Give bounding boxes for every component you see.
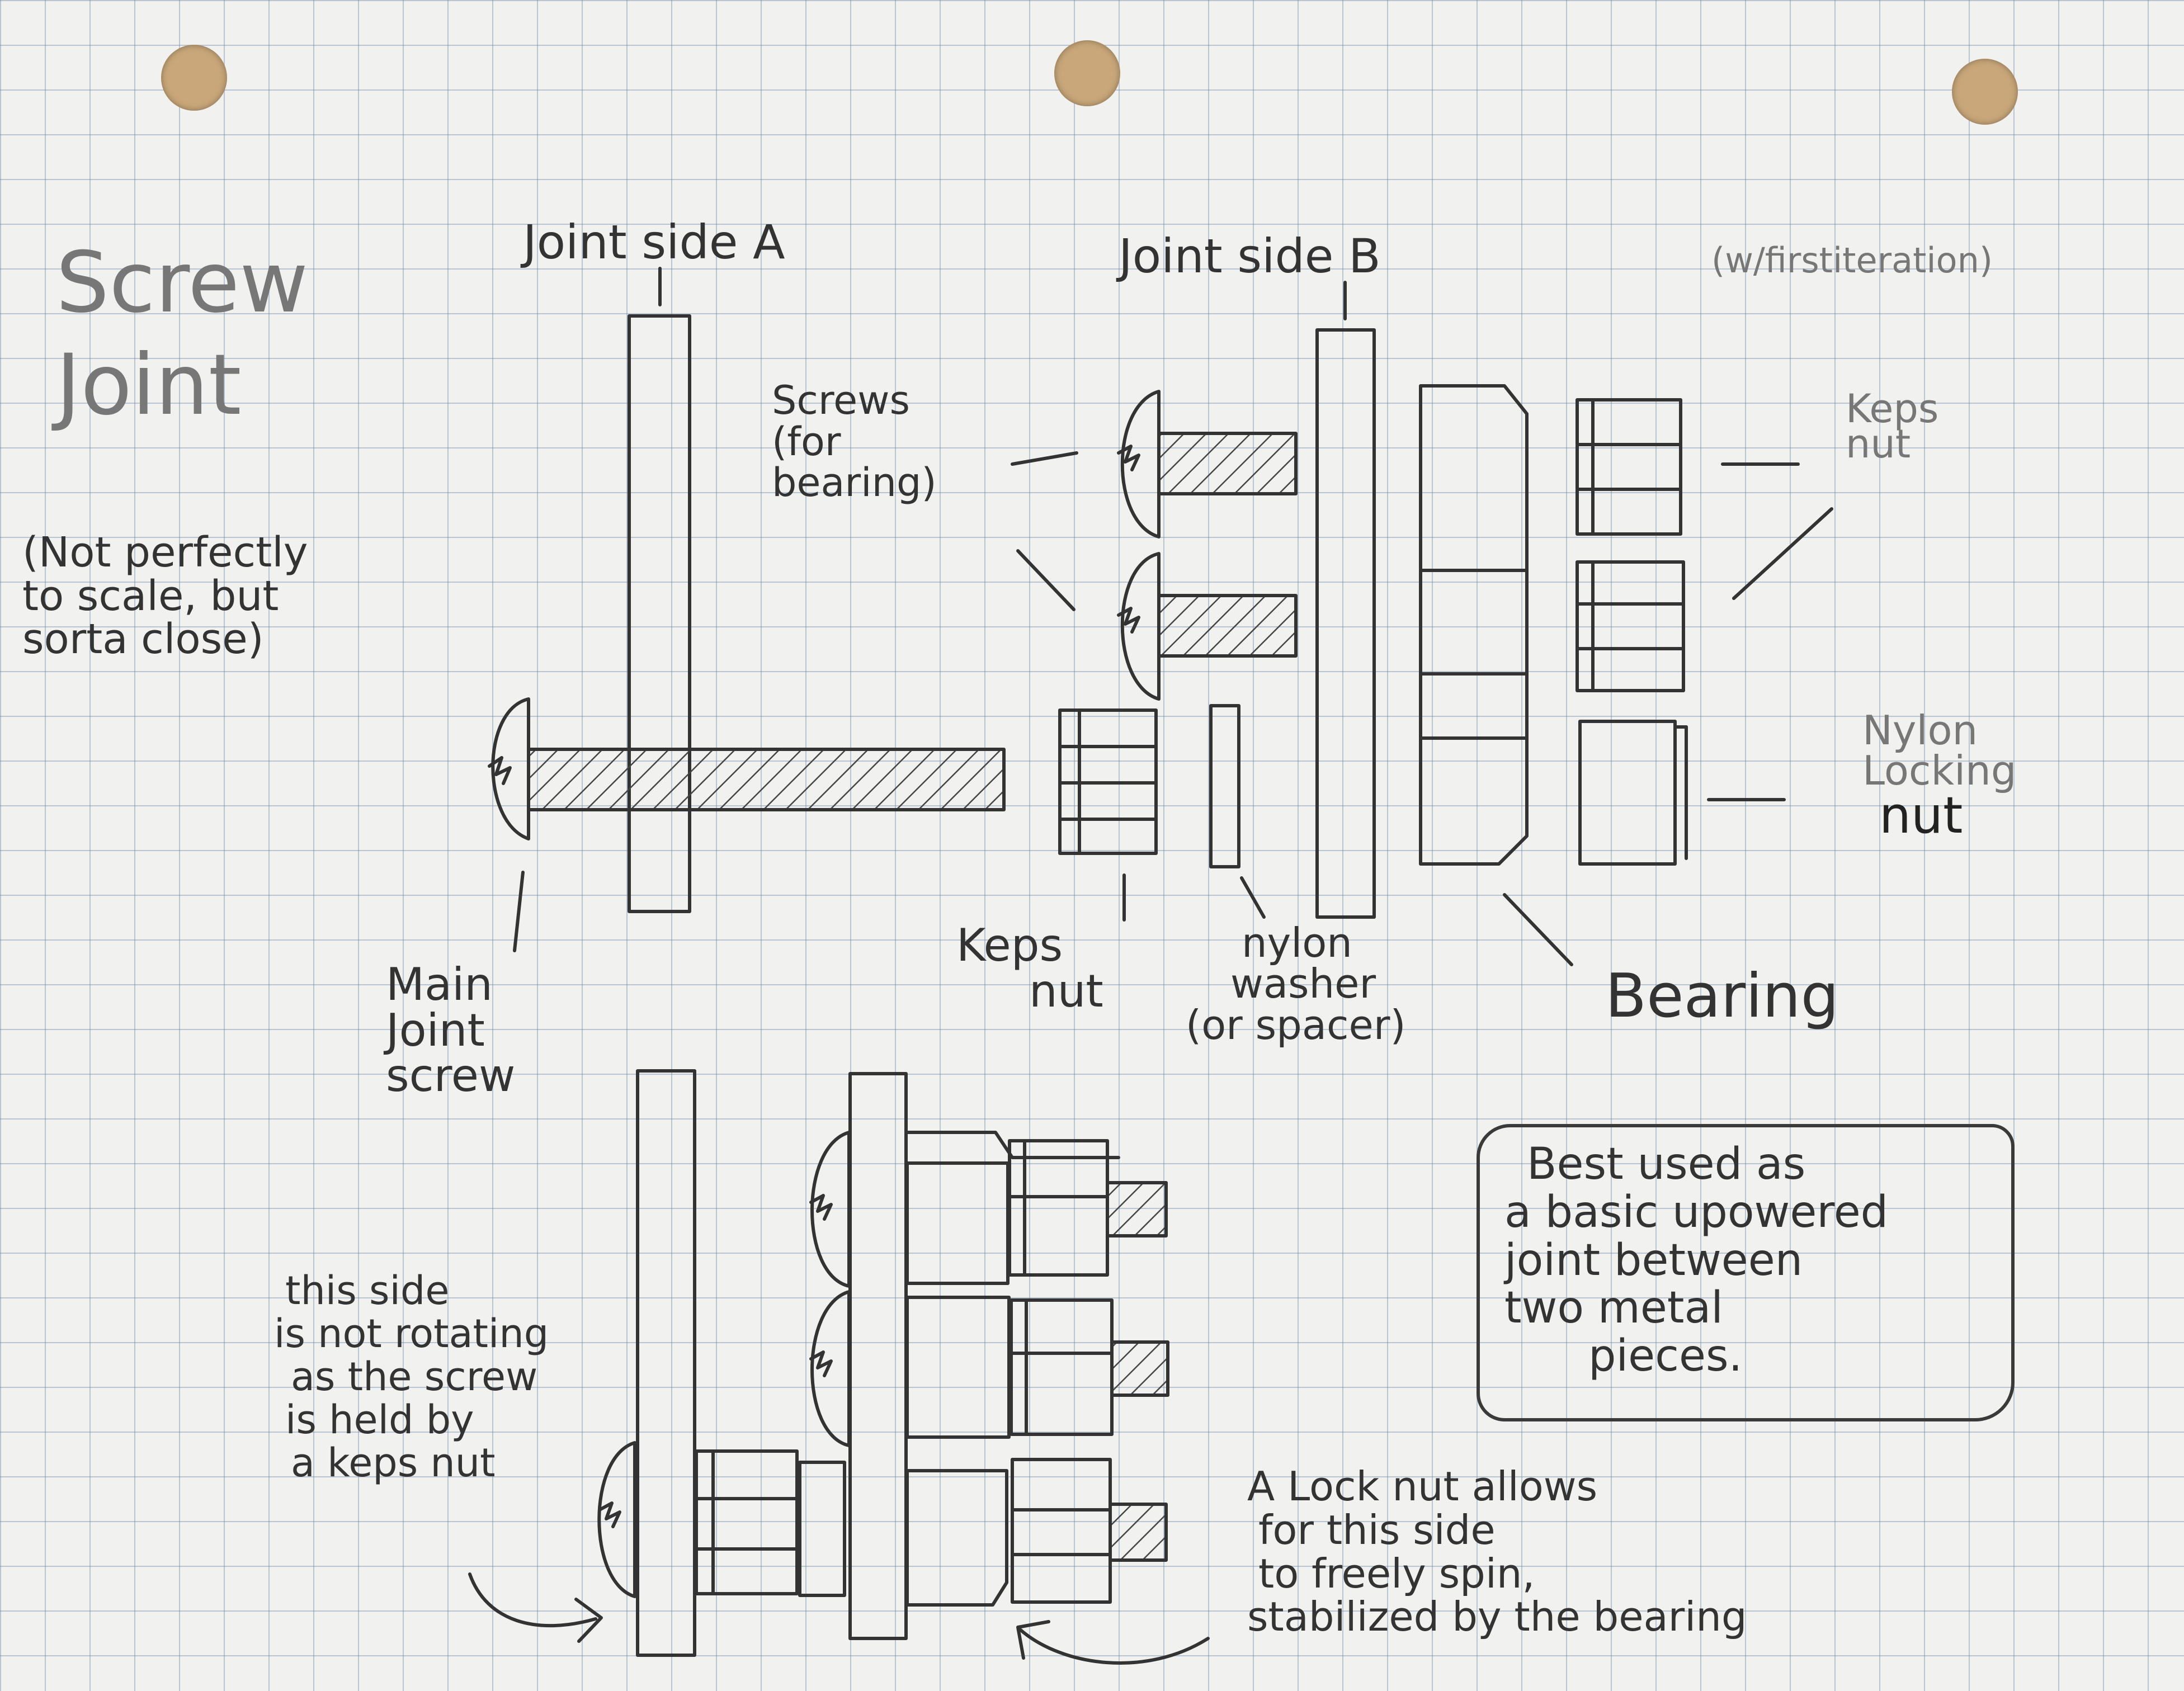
keps-nut-bottom-label: Keps nut [956,923,1103,1014]
assembled-screw-end-upper [1106,1181,1168,1237]
main-joint-screw-head-mark [488,756,512,785]
assembled-bearing-screw-lower-head [810,1290,851,1447]
bearing-leader [1503,893,1573,966]
lock-nut-note-line-3: to freely spin, [1258,1550,1535,1597]
nylon-washer-line-1: nylon [1242,919,1352,966]
joint-side-a-label: Joint side A [523,215,785,270]
assembled-nylon-washer [798,1461,846,1597]
nylon-locking-nut-label: Nylon Locking nut [1862,710,2017,841]
punch-hole-left [161,45,227,111]
scale-note-line-2: to scale, but [22,571,279,620]
rotating-note-line-4: is held by [285,1397,474,1443]
main-joint-screw-line-1: Main [386,958,493,1010]
lock-nut-note: A Lock nut allows for this side to freel… [1247,1465,1747,1639]
assembled-screw-end-lower [1110,1340,1169,1397]
rotating-note-line-3: as the screw [291,1354,538,1400]
best-used-line-4: two metal [1504,1283,1723,1334]
lock-nut-note-line-4: stabilized by the bearing [1247,1593,1747,1641]
keps-nut-right-upper [1576,398,1682,536]
bearing [1419,384,1529,866]
screws-label-line-3: bearing) [772,460,937,506]
screws-label-line-2: (for [772,418,841,465]
iteration-note: (w/firstiteration) [1711,240,1993,281]
rotating-note-line-5: a keps nut [291,1440,496,1486]
punch-hole-right [1952,59,2018,125]
keps-nut-right-leader-2 [1732,507,1833,600]
assembled-plate-a [636,1069,696,1657]
nylon-washer [1209,704,1240,868]
title-line-1: Screw [56,234,309,332]
bearing-screw-lower-shaft [1157,594,1298,658]
screws-leader-lower [1016,549,1076,611]
assembled-nylon-locking-nut [1011,1458,1112,1604]
arrow-to-keps-nut [468,1572,597,1628]
assembled-plate-b [848,1072,908,1640]
keps-nut-right-line-2: nut [1846,421,1911,467]
main-joint-screw-leader [513,871,525,952]
lock-nut-note-line-2: for this side [1258,1506,1496,1553]
bearing-label: Bearing [1605,961,1839,1031]
keps-nut-right-lower [1576,560,1685,692]
assembled-bearing [905,1131,1120,1159]
joint-side-a-plate [628,314,691,913]
best-used-line-3: joint between [1504,1235,1803,1286]
lock-nut-note-line-1: A Lock nut allows [1247,1463,1598,1510]
nylon-locking-nut-line-1: Nylon [1862,707,1978,754]
joint-side-b-plate [1315,328,1376,919]
screws-label: Screws (for bearing) [772,380,937,504]
rotating-note-line-2: is not rotating [274,1311,549,1357]
assembled-main-screw-head [597,1441,636,1598]
main-joint-screw-head [491,697,530,840]
screws-leader-upper [1011,451,1078,466]
scale-note-line-1: (Not perfectly [22,528,308,577]
bearing-screw-upper-shaft [1157,432,1298,495]
keps-nut-bottom-line-1: Keps [956,919,1063,971]
nylon-washer-line-2: washer [1230,960,1376,1008]
best-used-note: Best used as a basic upowered joint betw… [1504,1139,1889,1382]
scale-note: (Not perfectly to scale, but sorta close… [22,531,308,662]
rotating-note-line-1: this side [285,1268,450,1314]
assembled-bearing-screw-upper-head [810,1131,851,1288]
keps-nut-right-label: Keps nut [1846,386,1939,467]
nylon-locking-nut-line-3: nut [1879,786,1963,845]
main-joint-screw-line-3: screw [386,1050,516,1102]
assembled-keps-nut [695,1449,799,1595]
best-used-line-2: a basic upowered [1504,1187,1889,1237]
screws-label-line-1: Screws [772,377,910,423]
bearing-screw-lower-head [1120,552,1161,701]
best-used-line-5: pieces. [1588,1331,1743,1382]
nylon-locking-nut [1578,720,1677,866]
nylon-washer-line-3: (or spacer) [1186,1001,1406,1048]
joint-side-b-label: Joint side B [1119,229,1381,284]
best-used-box [1477,1124,2015,1421]
page-title: Screw Joint [56,235,308,433]
nylon-washer-leader [1240,876,1266,919]
main-joint-screw-shaft [527,748,1006,811]
bearing-screw-upper-head [1120,390,1161,539]
main-joint-screw-line-2: Joint [386,1004,485,1056]
keps-nut-bottom-line-2: nut [1029,965,1103,1017]
arrow-to-locking-nut [1019,1628,1210,1665]
nylon-locking-nut-line-2: Locking [1862,747,2017,794]
best-used-line-1: Best used as [1527,1139,1806,1189]
keps-nut-right-line-1: Keps [1846,386,1939,432]
scale-note-line-3: sorta close) [22,615,264,664]
nylon-washer-label: nylon washer (or spacer) [1186,919,1406,1048]
main-joint-screw-label: Main Joint screw [386,962,515,1099]
rotating-note: this side is not rotating as the screw i… [274,1269,549,1485]
title-line-2: Joint [56,336,242,434]
assembled-main-screw-end [1108,1503,1168,1562]
punch-hole-center [1054,40,1120,106]
